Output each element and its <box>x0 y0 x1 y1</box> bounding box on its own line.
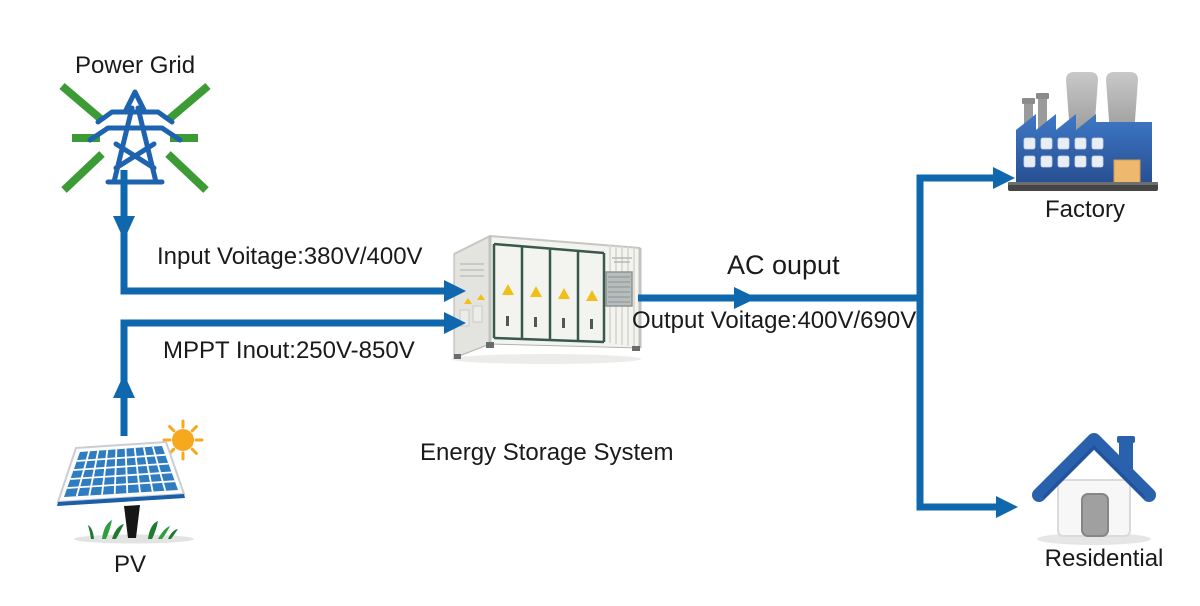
ac-output-arrow <box>638 167 1018 518</box>
sun-icon <box>162 419 204 461</box>
house-icon <box>1032 433 1156 545</box>
solar-panel-icon <box>56 419 204 544</box>
transmission-tower-icon <box>59 82 211 193</box>
input-voltage-label: Input Voitage:380V/400V <box>157 243 423 270</box>
factory-label: Factory <box>1044 196 1126 223</box>
ac-output-label: AC ouput <box>727 250 840 280</box>
pv-label: PV <box>113 551 147 578</box>
grass <box>88 520 178 539</box>
storage-container-icon <box>451 234 642 364</box>
ess-label: Energy Storage System <box>420 439 674 466</box>
mppt-input-label: MPPT Inout:250V-850V <box>163 337 415 364</box>
pv-to-ess-arrow <box>113 312 466 436</box>
power-grid-label: Power Grid <box>75 52 196 79</box>
grid-to-ess-arrow <box>113 170 466 302</box>
output-voltage-label: Output Voitage:400V/690V <box>632 307 917 334</box>
residential-label: Residential <box>1044 545 1164 572</box>
factory-icon <box>1008 72 1158 191</box>
